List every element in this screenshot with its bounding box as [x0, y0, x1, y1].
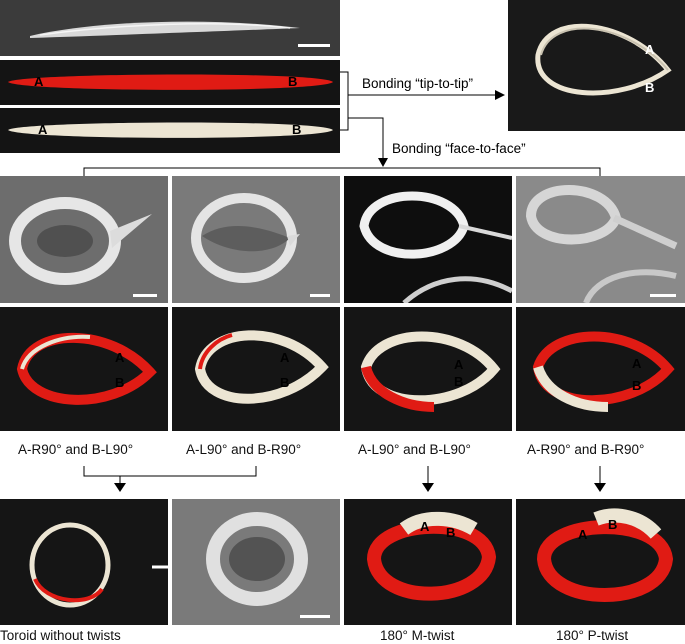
- label-a: A: [280, 350, 290, 365]
- red-strip-photo: A B: [0, 60, 340, 105]
- sem-straight-fiber: [0, 0, 340, 56]
- label-a: A: [632, 356, 642, 371]
- label-b: B: [446, 525, 456, 540]
- face-to-face-label: Bonding “face-to-face”: [392, 141, 526, 156]
- label-a: A: [578, 527, 588, 542]
- sem-toroid: [172, 499, 340, 625]
- white-strip-photo: A B: [0, 108, 340, 153]
- loop-photo-2: A B: [172, 307, 340, 431]
- twist-label-4: A-R90° and B-R90°: [527, 442, 645, 457]
- scale-bar: [650, 294, 676, 297]
- loop-label-b: B: [645, 80, 655, 95]
- label-b: B: [632, 378, 642, 393]
- strip-label-b: B: [292, 122, 302, 137]
- label-b: B: [454, 374, 464, 389]
- m-twist-caption: 180° M-twist: [380, 628, 455, 643]
- tip-to-tip-loop-photo: A B: [508, 0, 685, 131]
- loop-photo-4: A B: [516, 307, 685, 431]
- strip-label-a: A: [38, 122, 48, 137]
- p-twist-photo: A B: [516, 499, 685, 625]
- scale-bar: [298, 44, 330, 47]
- strip-label-b: B: [288, 74, 298, 89]
- label-a: A: [115, 350, 125, 365]
- sem-image-4: [516, 176, 685, 303]
- m-twist-photo: A B: [344, 499, 512, 625]
- twist-label-3: A-L90° and B-L90°: [358, 442, 471, 457]
- label-a: A: [420, 519, 430, 534]
- label-a: A: [454, 357, 464, 372]
- twist-label-2: A-L90° and B-R90°: [186, 442, 302, 457]
- scale-bar: [310, 294, 330, 297]
- strip-label-a: A: [34, 74, 44, 89]
- sem-image-2: [172, 176, 340, 303]
- scale-bar: [300, 615, 330, 618]
- scale-bar: [133, 294, 157, 297]
- branch-bracket: [83, 167, 601, 176]
- loop-photo-1: A B: [0, 307, 168, 431]
- p-twist-caption: 180° P-twist: [556, 628, 629, 643]
- loop-photo-3: A B: [344, 307, 512, 431]
- label-b: B: [115, 375, 125, 390]
- twist-label-1: A-R90° and B-L90°: [18, 442, 134, 457]
- sem-image-1: [0, 176, 168, 303]
- toroid-photo: [0, 499, 168, 625]
- result-arrows: [83, 466, 606, 492]
- tip-to-tip-label: Bonding “tip-to-tip”: [362, 76, 474, 91]
- loop-label-a: A: [645, 42, 655, 57]
- label-b: B: [280, 375, 290, 390]
- toroid-caption: Toroid without twists: [0, 628, 121, 643]
- sem-image-3: [344, 176, 512, 303]
- bonding-arrows: [340, 71, 505, 167]
- label-b: B: [608, 517, 618, 532]
